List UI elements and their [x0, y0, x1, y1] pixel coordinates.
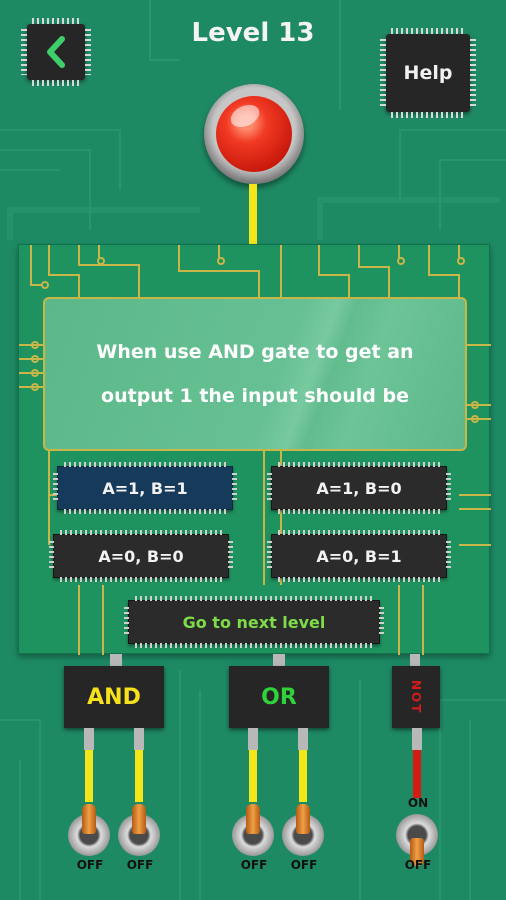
answer-button-3[interactable]: A=0, B=0	[49, 530, 233, 582]
not-switch-on-label: ON	[407, 796, 429, 810]
question-line-1: When use AND gate to get an	[96, 341, 414, 363]
not-gate-pin	[412, 728, 422, 750]
and-switch-a[interactable]: OFF	[68, 800, 112, 872]
next-level-button[interactable]: Go to next level	[124, 596, 384, 648]
or-switch-a[interactable]: OFF	[232, 800, 276, 872]
and-switch-a-state: OFF	[76, 858, 104, 872]
or-gate: OR	[229, 666, 329, 728]
or-input-a-wire	[249, 750, 257, 802]
not-gate-connector	[410, 654, 420, 666]
question-line-2: output 1 the input should be	[101, 385, 409, 407]
answer-button-2[interactable]: A=1, B=0	[267, 462, 451, 514]
and-gate-pin-b	[134, 728, 144, 750]
lamp-wire	[249, 184, 257, 244]
answer-button-1-label: A=1, B=1	[102, 478, 188, 498]
or-switch-a-state: OFF	[240, 858, 268, 872]
and-gate-connector	[110, 654, 122, 666]
or-input-b-wire	[299, 750, 307, 802]
or-switch-b-state: OFF	[290, 858, 318, 872]
and-input-b-wire	[135, 750, 143, 802]
answer-button-4[interactable]: A=0, B=1	[267, 530, 451, 582]
back-button[interactable]	[21, 18, 91, 86]
next-level-label: Go to next level	[182, 612, 326, 632]
question-display: When use AND gate to get an output 1 the…	[43, 297, 467, 451]
and-switch-b[interactable]: OFF	[118, 800, 162, 872]
and-switch-b-state: OFF	[126, 858, 154, 872]
or-gate-connector	[273, 654, 285, 666]
not-switch-state: OFF	[404, 858, 432, 872]
or-switch-b[interactable]: OFF	[282, 800, 326, 872]
not-gate: NOT	[392, 666, 440, 728]
and-input-a-wire	[85, 750, 93, 802]
not-input-wire	[413, 750, 421, 798]
or-gate-pin-a	[248, 728, 258, 750]
output-indicator-lamp	[204, 84, 304, 184]
not-switch[interactable]: ON OFF	[396, 796, 440, 874]
not-gate-label: NOT	[409, 679, 423, 715]
level-title: Level 13	[191, 18, 315, 48]
circuit-board-panel: When use AND gate to get an output 1 the…	[18, 244, 491, 655]
answer-button-4-label: A=0, B=1	[316, 546, 402, 566]
and-gate-label: AND	[87, 684, 141, 710]
and-gate-pin-a	[84, 728, 94, 750]
or-gate-pin-b	[298, 728, 308, 750]
answer-button-1[interactable]: A=1, B=1	[53, 462, 237, 514]
help-button[interactable]: Help	[380, 28, 476, 118]
or-gate-label: OR	[261, 684, 297, 710]
help-button-label: Help	[403, 62, 453, 84]
answer-button-2-label: A=1, B=0	[316, 478, 402, 498]
and-gate: AND	[64, 666, 164, 728]
chevron-left-icon	[45, 36, 67, 68]
answer-button-3-label: A=0, B=0	[98, 546, 184, 566]
